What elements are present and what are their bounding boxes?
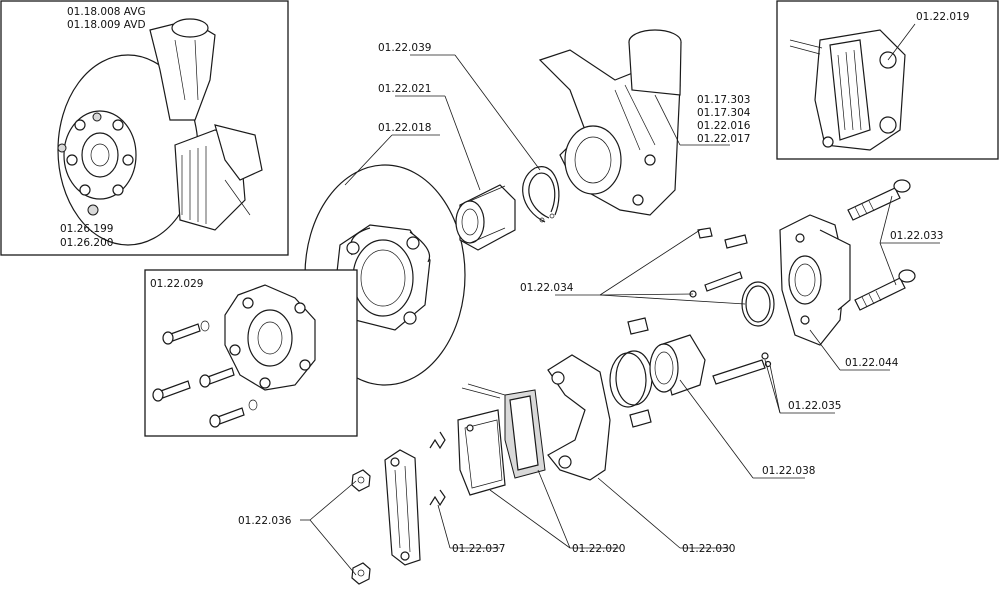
inset-hub-assembly [0, 0, 289, 256]
steering-knuckle [538, 29, 682, 216]
label-avd: 01.18.009 AVD [67, 19, 146, 31]
label-22-038: 01.22.038 [762, 465, 815, 477]
label-22-029: 01.22.029 [150, 278, 203, 290]
brake-pad-rear [461, 383, 546, 479]
label-22-019: 01.22.019 [916, 11, 969, 23]
label-17-303: 01.17.303 [697, 94, 750, 106]
label-22-017: 01.22.017 [697, 133, 750, 145]
label-17-304: 01.17.304 [697, 107, 751, 119]
bearing [455, 184, 516, 251]
caliper-body [779, 214, 851, 346]
label-22-036: 01.22.036 [238, 515, 292, 527]
small-pins [627, 227, 748, 428]
label-22-018: 01.22.018 [378, 122, 431, 134]
label-22-021: 01.22.021 [378, 83, 431, 95]
label-22-035: 01.22.035 [788, 400, 841, 412]
circlip [522, 166, 560, 223]
piston [649, 334, 706, 396]
nuts [351, 469, 371, 585]
label-22-037: 01.22.037 [452, 543, 505, 555]
piston-seal-ring [741, 281, 775, 327]
leader-lines [300, 54, 940, 576]
label-26-199: 01.26.199 [60, 223, 113, 235]
label-avg: 01.18.008 AVG [67, 6, 146, 18]
label-22-030: 01.22.030 [682, 543, 735, 555]
brake-pad-front [457, 409, 506, 496]
label-22-033: 01.22.033 [890, 230, 943, 242]
label-22-020: 01.22.020 [572, 543, 625, 555]
caliper-bracket [547, 354, 611, 481]
guide-pins [712, 352, 772, 385]
caliper-bolts [847, 179, 916, 311]
piston-seal [609, 350, 653, 408]
pad-springs [429, 431, 446, 507]
inset-caliper [776, 0, 999, 160]
inset-hub-bolts [144, 269, 358, 437]
label-22-034: 01.22.034 [520, 282, 574, 294]
label-22-039: 01.22.039 [378, 42, 431, 54]
label-22-016: 01.22.016 [697, 120, 751, 132]
caliper-outer-plate [384, 449, 421, 566]
label-22-044: 01.22.044 [845, 357, 899, 369]
label-26-200: 01.26.200 [60, 237, 113, 249]
